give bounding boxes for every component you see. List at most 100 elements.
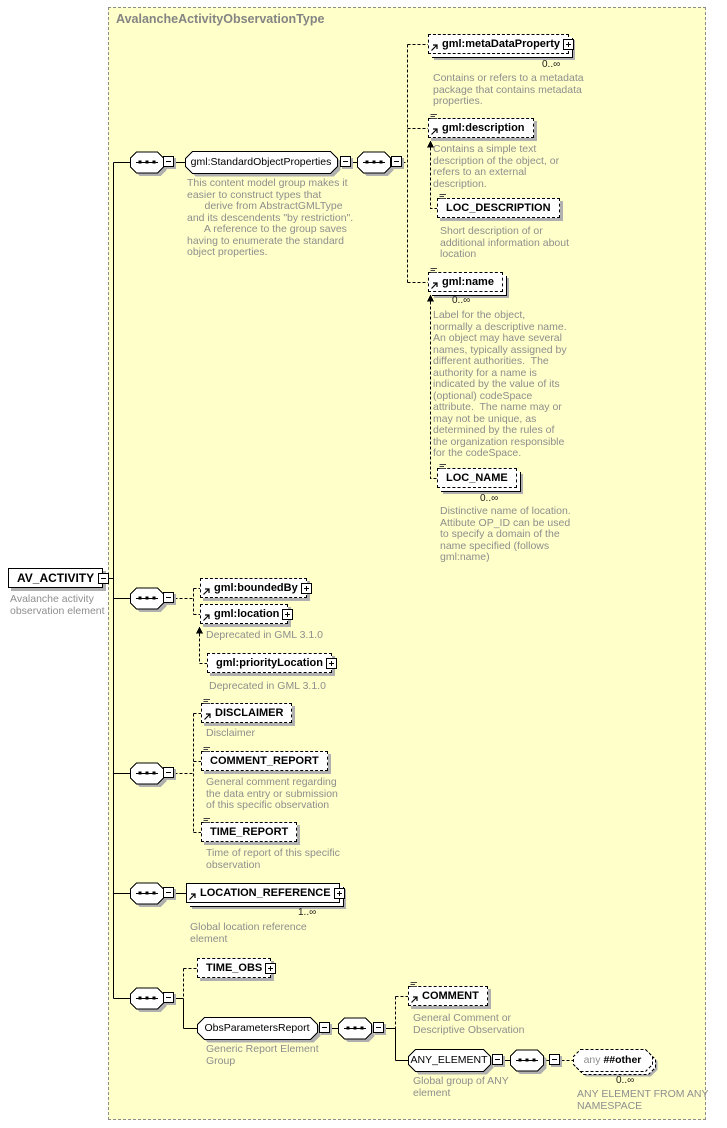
expand-icon[interactable] bbox=[562, 39, 574, 50]
reference-arrow-icon bbox=[410, 995, 419, 1004]
element-gml-prioritylocation[interactable]: gml:priorityLocation bbox=[207, 653, 337, 673]
element-gml-location[interactable]: gml:location bbox=[200, 604, 294, 624]
sequence-icon bbox=[130, 587, 167, 612]
element-gml-description[interactable]: gml:description bbox=[428, 114, 534, 138]
annotation: General comment regarding the data entry… bbox=[206, 776, 338, 811]
annotation: Contains or refers to a metadata package… bbox=[433, 72, 584, 107]
annotation: Distinctive name of location. Attibute O… bbox=[440, 505, 571, 563]
element-gml-metadataproperty[interactable]: gml:metaDataProperty bbox=[428, 34, 574, 54]
collapse-icon[interactable] bbox=[163, 887, 174, 898]
reference-arrow-icon bbox=[430, 281, 439, 290]
wildcard-label: ##other bbox=[603, 1054, 642, 1066]
collapse-icon[interactable] bbox=[319, 1022, 330, 1033]
group-label: gml:StandardObjectProperties bbox=[190, 156, 332, 168]
expand-icon[interactable] bbox=[265, 963, 277, 974]
annotation: Contains a simple text description of th… bbox=[433, 143, 560, 190]
group-obs-parameters-report[interactable]: ObsParametersReport bbox=[197, 1017, 317, 1039]
group-label: ANY_ELEMENT bbox=[410, 1054, 488, 1066]
annotation: Deprecated in GML 3.1.0 bbox=[209, 680, 326, 692]
element-label: gml:metaDataProperty bbox=[442, 38, 560, 50]
element-time-report[interactable]: TIME_REPORT bbox=[201, 818, 298, 842]
occurs-label: 0..∞ bbox=[452, 295, 471, 306]
collapse-icon[interactable] bbox=[163, 156, 174, 167]
element-label: TIME_REPORT bbox=[210, 826, 289, 838]
expand-icon[interactable] bbox=[333, 888, 345, 899]
element-label: TIME_OBS bbox=[206, 962, 263, 974]
wildcard-prefix: any bbox=[583, 1054, 601, 1066]
occurs-label: 0..∞ bbox=[542, 59, 561, 70]
substitution-arrowhead bbox=[427, 140, 434, 148]
element-loc-description[interactable]: LOC_DESCRIPTION bbox=[437, 194, 560, 218]
text-content-icon bbox=[203, 698, 211, 706]
element-label: LOC_DESCRIPTION bbox=[446, 202, 551, 214]
collapse-icon[interactable] bbox=[163, 592, 174, 603]
collapse-icon[interactable] bbox=[163, 767, 174, 778]
element-label: gml:priorityLocation bbox=[216, 657, 323, 669]
sequence-icon bbox=[130, 987, 167, 1012]
element-label: COMMENT_REPORT bbox=[210, 755, 319, 767]
annotation: ANY ELEMENT FROM ANY NAMESPACE bbox=[577, 1088, 709, 1112]
element-label: gml:boundedBy bbox=[214, 582, 298, 594]
reference-arrow-icon bbox=[203, 712, 212, 721]
reference-arrow-icon bbox=[430, 127, 439, 136]
sequence-icon bbox=[130, 882, 167, 907]
connector bbox=[430, 301, 438, 479]
text-content-icon bbox=[439, 463, 447, 471]
sequence-icon bbox=[338, 1017, 375, 1042]
occurs-label: 0..∞ bbox=[480, 493, 499, 504]
element-disclaimer[interactable]: DISCLAIMER bbox=[201, 699, 293, 723]
group-label: ObsParametersReport bbox=[204, 1022, 310, 1034]
expand-icon[interactable] bbox=[300, 583, 312, 594]
collapse-icon[interactable] bbox=[340, 156, 351, 167]
element-label: gml:location bbox=[214, 608, 280, 620]
annotation: Disclaimer bbox=[206, 727, 256, 739]
reference-arrow-icon bbox=[430, 43, 439, 52]
occurs-label: 1..∞ bbox=[298, 907, 317, 918]
connector bbox=[430, 147, 438, 209]
group-standard-object-properties[interactable]: gml:StandardObjectProperties bbox=[185, 151, 337, 173]
element-location-reference[interactable]: LOCATION_REFERENCE bbox=[186, 883, 345, 903]
group-any-element[interactable]: ANY_ELEMENT bbox=[408, 1049, 490, 1071]
collapse-icon[interactable] bbox=[492, 1054, 503, 1065]
wildcard-shape bbox=[573, 1049, 658, 1077]
expand-icon[interactable] bbox=[282, 609, 294, 620]
annotation: This content model group makes it easier… bbox=[187, 177, 354, 258]
wildcard-any-other[interactable]: any ##other bbox=[573, 1049, 652, 1071]
annotation: Deprecated in GML 3.1.0 bbox=[206, 629, 323, 641]
element-comment[interactable]: COMMENT bbox=[408, 982, 488, 1006]
sequence-icon bbox=[357, 151, 394, 176]
collapse-icon[interactable] bbox=[549, 1054, 560, 1065]
element-label: LOCATION_REFERENCE bbox=[200, 887, 331, 899]
reference-arrow-icon bbox=[202, 587, 211, 596]
element-gml-boundedby[interactable]: gml:boundedBy bbox=[200, 578, 312, 598]
element-comment-report[interactable]: COMMENT_REPORT bbox=[201, 747, 328, 771]
element-av-activity[interactable]: AV_ACTIVITY bbox=[8, 568, 110, 588]
text-content-icon bbox=[430, 113, 438, 121]
text-content-icon bbox=[430, 267, 438, 275]
collapse-icon[interactable] bbox=[163, 992, 174, 1003]
element-label: COMMENT bbox=[422, 990, 479, 1002]
group-shape bbox=[185, 151, 341, 177]
annotation: Avalanche activity observation element bbox=[10, 593, 105, 617]
sequence-icon bbox=[130, 151, 167, 176]
collapse-icon[interactable] bbox=[373, 1022, 384, 1033]
group-shape bbox=[408, 1049, 494, 1075]
collapse-icon[interactable] bbox=[98, 573, 110, 584]
element-time-obs[interactable]: TIME_OBS bbox=[197, 958, 277, 978]
element-label: gml:description bbox=[442, 122, 525, 134]
annotation: Time of report of this specific observat… bbox=[206, 847, 340, 871]
substitution-arrowhead bbox=[427, 294, 434, 302]
element-gml-name[interactable]: gml:name bbox=[428, 268, 503, 292]
expand-icon[interactable] bbox=[325, 658, 337, 669]
element-label: AV_ACTIVITY bbox=[17, 571, 95, 585]
sequence-icon bbox=[130, 762, 167, 787]
collapse-icon[interactable] bbox=[391, 156, 402, 167]
element-label: DISCLAIMER bbox=[215, 707, 284, 719]
annotation: Global location reference element bbox=[190, 921, 307, 945]
substitution-arrowhead bbox=[196, 626, 203, 634]
text-content-icon bbox=[439, 193, 447, 201]
element-loc-name[interactable]: LOC_NAME bbox=[437, 464, 517, 488]
annotation: Generic Report Element Group bbox=[206, 1043, 319, 1067]
group-shape bbox=[197, 1017, 321, 1043]
